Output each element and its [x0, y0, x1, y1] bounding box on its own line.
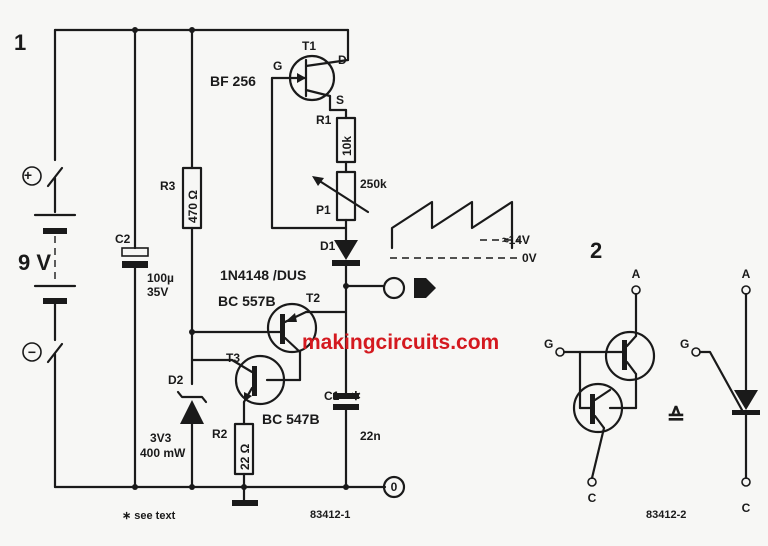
fig2-right-a: A	[742, 267, 751, 281]
transistor-t3	[190, 354, 302, 426]
t1-pin-d: D	[338, 53, 347, 67]
resistor-r1	[328, 108, 357, 174]
battery	[22, 28, 77, 489]
capacitor-c2	[121, 27, 149, 490]
d2-ref: D2	[168, 373, 184, 387]
output-terminal	[344, 276, 436, 300]
fig2-npn-transistor	[562, 350, 624, 480]
p1-ref: P1	[316, 203, 331, 217]
figure-1-number: 1	[14, 30, 26, 55]
p1-value: 250k	[360, 177, 387, 191]
battery-minus-label: −	[28, 344, 36, 360]
resistor-r2	[232, 422, 258, 506]
figure-1-code: 83412-1	[310, 509, 350, 521]
equivalence-symbol: ≙	[667, 404, 685, 429]
t2-type: BC 557B	[218, 293, 276, 309]
ground-terminal	[382, 475, 406, 499]
fig2-right-c: C	[742, 501, 751, 515]
t1-pin-s: S	[336, 93, 344, 107]
c2-rating: 35V	[147, 285, 168, 299]
t1-type: BF 256	[210, 73, 256, 89]
fig2-left-a: A	[632, 267, 641, 281]
fig2-right-a-pin	[741, 285, 751, 295]
t1-ref: T1	[302, 39, 316, 53]
fig2-left-c: C	[588, 491, 597, 505]
ground-icon	[232, 500, 258, 506]
fig2-left-c-pin	[587, 477, 597, 487]
t1-pin-g: G	[273, 59, 282, 73]
fig2-right-c-pin	[741, 477, 751, 487]
output-arrow-icon	[414, 278, 436, 298]
resistor-r3	[181, 27, 203, 386]
t3-type: BC 547B	[262, 411, 320, 427]
fig2-right-g-pin	[691, 347, 701, 357]
gate-wire	[270, 76, 348, 230]
r3-ref: R3	[160, 179, 176, 193]
watermark: makingcircuits.com	[302, 331, 499, 354]
waveform-high-label: ≈14V	[502, 233, 530, 247]
d1-ref: D1	[320, 239, 336, 253]
waveform-low-label: 0V	[522, 251, 537, 265]
c1-value: 22n	[360, 429, 381, 443]
c1-ref: C1	[324, 389, 340, 403]
battery-plus-label: +	[24, 167, 32, 183]
capacitor-c1	[333, 393, 359, 490]
diode-d1	[332, 240, 360, 395]
r1-value: 10k	[340, 136, 354, 156]
sawtooth-waveform	[390, 200, 520, 259]
thyristor-symbol	[698, 292, 760, 480]
d2-value: 3V3	[150, 431, 172, 445]
fig2-left-a-pin	[631, 285, 641, 295]
r1-ref: R1	[316, 113, 332, 127]
t2-ref: T2	[306, 291, 320, 305]
c1-marker: ∗	[350, 387, 362, 403]
zener-d2	[176, 390, 208, 490]
figure-2-number: 2	[590, 238, 602, 263]
d2-rating: 400 mW	[140, 446, 186, 460]
minus-terminal-icon	[22, 342, 42, 362]
jfet-t1	[270, 28, 350, 112]
battery-voltage-label: 9 V	[18, 250, 51, 275]
fig2-right-g: G	[680, 337, 689, 351]
figure-2-code: 83412-2	[646, 509, 686, 521]
r3-value: 470 Ω	[186, 190, 200, 223]
c2-value: 100µ	[147, 271, 174, 285]
d1-type: 1N4148 /DUS	[220, 267, 306, 283]
transistor-t2	[190, 302, 348, 382]
potentiometer-p1	[312, 170, 370, 242]
r2-value: 22 Ω	[238, 443, 252, 470]
fig2-left-g: G	[544, 337, 553, 351]
plus-terminal-icon	[22, 166, 42, 186]
t3-ref: T3	[226, 351, 240, 365]
r2-ref: R2	[212, 427, 228, 441]
ground-terminal-label: 0	[391, 480, 398, 494]
fig2-left-g-pin	[555, 347, 565, 357]
footnote: ∗ see text	[122, 510, 176, 522]
c2-ref: C2	[115, 232, 131, 246]
